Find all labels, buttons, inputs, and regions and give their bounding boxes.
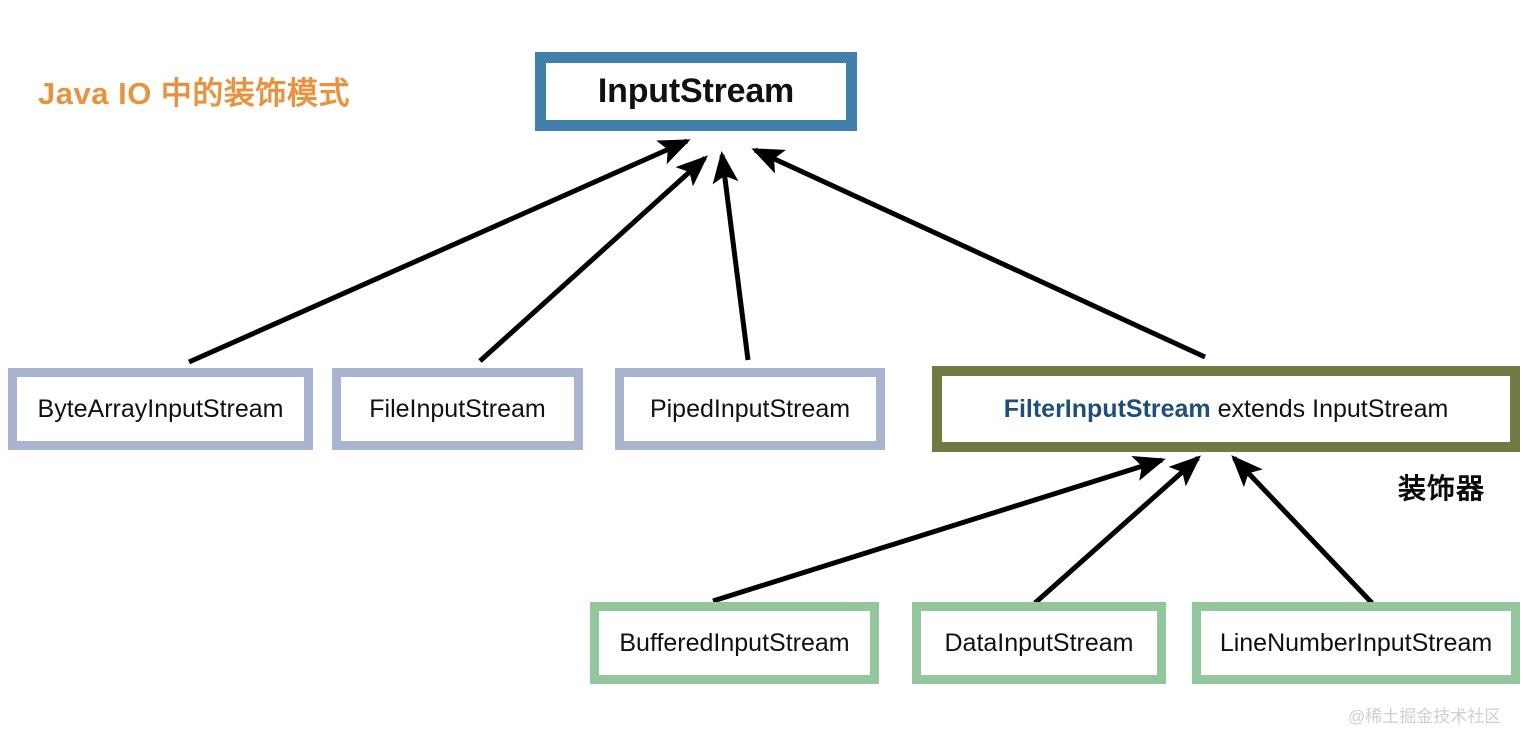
node-filterinputstream-name: FilterInputStream [1003,394,1211,423]
node-datainputstream-label: DataInputStream [944,628,1134,657]
file-to-inputstream [478,155,708,363]
node-fileinputstream[interactable]: FileInputStream [332,368,583,450]
buffered-to-filter [712,455,1166,604]
node-filterinputstream-label: FilterInputStream extends InputStream [1004,395,1449,424]
node-linenumberinputstream[interactable]: LineNumberInputStream [1192,602,1520,684]
decorator-annotation: 装饰器 [1398,473,1486,504]
watermark: @稀土掘金技术社区 [1348,707,1502,726]
node-linenumberinputstream-label: LineNumberInputStream [1219,628,1493,657]
data-to-filter [1033,455,1201,605]
node-pipedinputstream[interactable]: PipedInputStream [615,368,885,450]
filter-to-inputstream [751,147,1207,360]
node-inputstream[interactable]: InputStream [535,52,857,131]
piped-to-inputstream [712,151,751,361]
node-pipedinputstream-label: PipedInputStream [649,394,851,423]
node-bytearrayinputstream[interactable]: ByteArrayInputStream [8,368,313,450]
node-bufferedinputstream-label: BufferedInputStream [619,628,850,657]
node-bufferedinputstream[interactable]: BufferedInputStream [590,602,879,684]
node-datainputstream[interactable]: DataInputStream [912,602,1166,684]
linenumber-to-filter [1231,455,1374,605]
bytearray-to-inputstream [187,138,691,365]
node-fileinputstream-label: FileInputStream [369,394,546,423]
node-bytearrayinputstream-label: ByteArrayInputStream [37,394,284,423]
node-filterinputstream-extends: extends InputStream [1210,394,1449,423]
node-filterinputstream[interactable]: FilterInputStream extends InputStream [932,366,1520,452]
page-title: Java IO 中的装饰模式 [38,76,350,111]
node-inputstream-label: InputStream [597,72,795,110]
